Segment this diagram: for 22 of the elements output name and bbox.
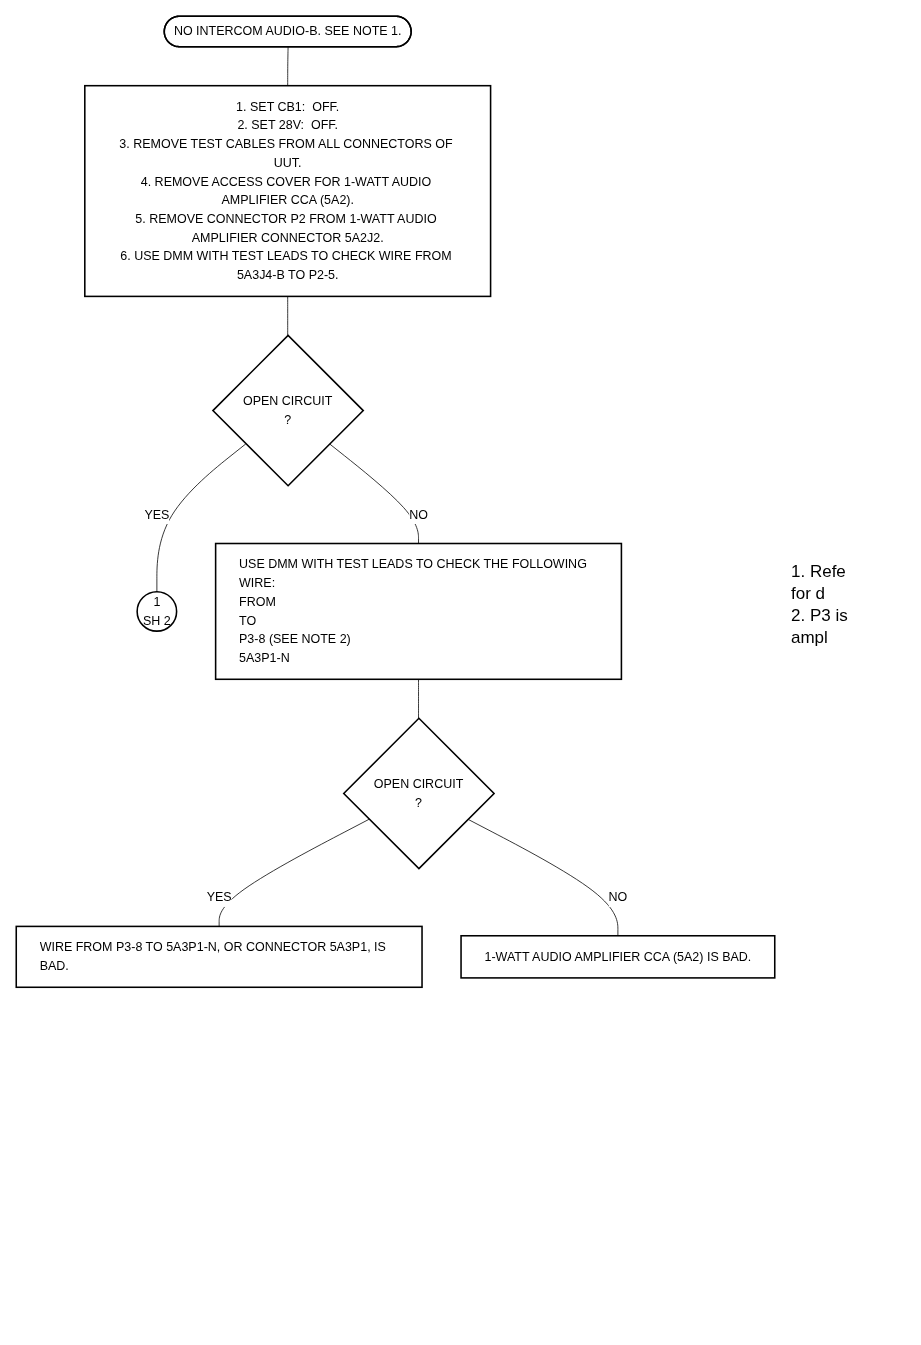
note-text: 1. Refe	[791, 562, 847, 582]
connector	[467, 818, 619, 937]
node-box: 1-WATT AUDIO AMPLIFIER CCA (5A2) IS BAD.	[460, 935, 776, 979]
node-circle: 1 SH 2	[136, 590, 178, 632]
edge-label: NO	[608, 890, 628, 904]
connector	[156, 443, 247, 593]
edge-label: YES	[206, 890, 232, 904]
node-diamond: OPEN CIRCUIT ?	[342, 717, 496, 870]
node-box: USE DMM WITH TEST LEADS TO CHECK THE FOLLOWING WIRE: FROM TO P3-8 (SEE NOTE 2) 5A3P1-N	[214, 542, 623, 681]
note-text: ampl	[791, 628, 829, 648]
node-diamond: OPEN CIRCUIT ?	[211, 334, 365, 487]
node-box: WIRE FROM P3-8 TO 5A3P1-N, OR CONNECTOR 5A3P1, IS BAD.	[15, 925, 423, 989]
note-text: 2. P3 is	[791, 606, 849, 626]
connector	[287, 46, 289, 87]
connector	[329, 443, 419, 544]
connector	[418, 678, 419, 719]
note-text: for d	[791, 584, 827, 604]
edge-label: YES	[144, 507, 170, 521]
node-box: 1. SET CB1: OFF. 2. SET 28V: OFF. 3. REMOVE TEST CABLES FROM ALL CONNECTORS OF UUT. 4. REMOVE ACCESS COVER FOR 1-WATT AUDIO AMPLIFIER CCA (5A2). 5. REMOVE CONNECTOR P2 FROM 1-WATT AUDIO AMPLIFIER CONNECTOR 5A2J2. 6. USE DMM WITH TEST LEADS TO CHECK WIRE FROM 5A3J4-B TO P2-5.	[84, 84, 492, 298]
connector	[287, 296, 289, 336]
connector	[218, 818, 370, 927]
edge-label: NO	[409, 507, 428, 521]
